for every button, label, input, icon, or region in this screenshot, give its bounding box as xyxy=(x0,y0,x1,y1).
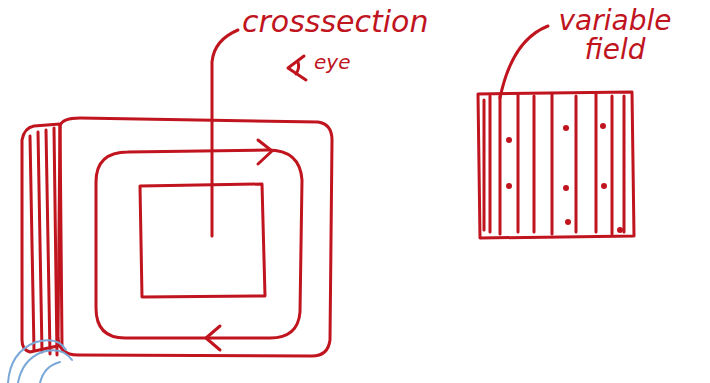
field-dots xyxy=(506,123,623,233)
eye-symbol xyxy=(288,56,306,80)
field-box xyxy=(478,92,634,238)
view-label: eye xyxy=(314,52,374,73)
core-outline xyxy=(58,118,332,356)
lamination-stack xyxy=(22,124,62,355)
leader-line xyxy=(212,30,238,236)
leader-line xyxy=(500,26,548,98)
section-label: crosssection xyxy=(242,6,472,38)
flux-arrow xyxy=(258,140,272,164)
scribble xyxy=(8,340,72,383)
flux-loop xyxy=(96,150,302,338)
field-label: variable field xyxy=(540,6,690,65)
core-window xyxy=(140,184,265,297)
flux-arrow xyxy=(206,326,220,350)
